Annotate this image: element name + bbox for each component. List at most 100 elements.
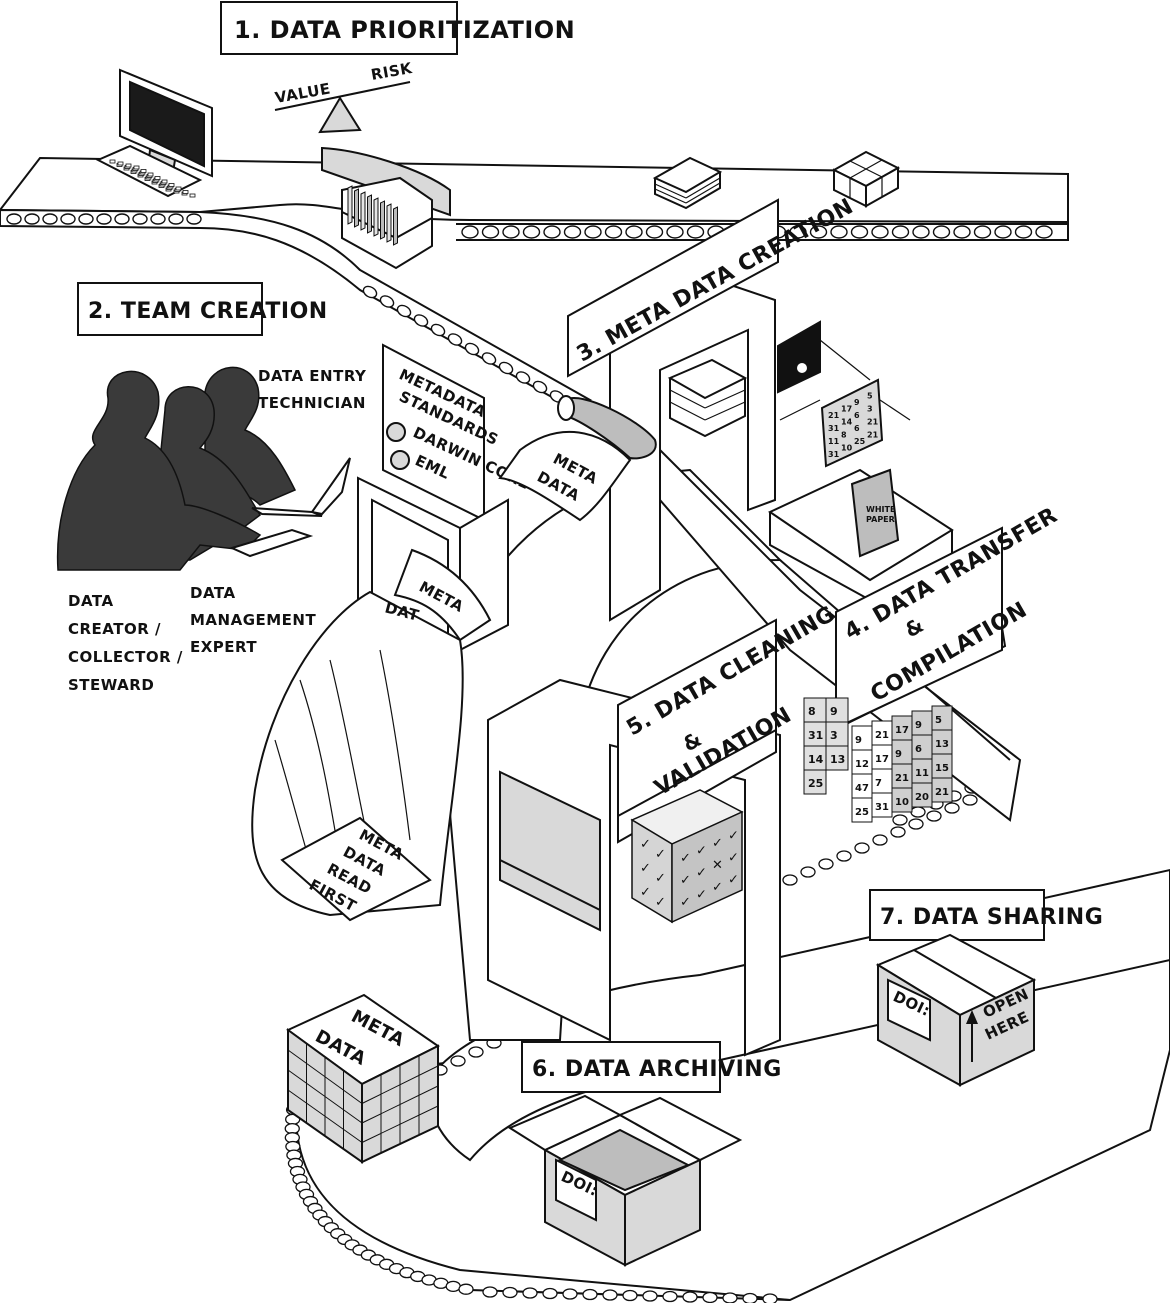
tread <box>604 225 623 239</box>
number-cell <box>825 745 849 771</box>
check-mark: ✓ <box>655 847 666 862</box>
balance-fulcrum <box>318 96 362 134</box>
clipboard-icon <box>229 528 314 558</box>
grid-number: 17 <box>841 405 852 414</box>
grid-number: 31 <box>828 450 840 459</box>
tread <box>532 380 548 394</box>
white-paper-bag-icon <box>850 468 900 558</box>
tread <box>522 225 541 239</box>
role-creator-line3: COLLECTOR / <box>68 648 183 666</box>
number-cell-value: 13 <box>935 739 949 750</box>
tread <box>818 858 834 870</box>
tread <box>150 213 166 225</box>
role-creator-line1: DATA <box>68 592 114 610</box>
tread <box>702 1291 718 1303</box>
doi-label-archive <box>555 1158 597 1222</box>
tread <box>60 213 76 225</box>
number-cell-value: 15 <box>935 763 949 774</box>
arrow-up-icon-head <box>966 1010 978 1024</box>
step7-data-sharing: 7. DATA SHARING DOI: OPEN HERE <box>869 889 1103 1087</box>
role-creator-line2: CREATOR / <box>68 620 161 638</box>
number-cell-value: 17 <box>895 725 909 736</box>
tread <box>682 1291 698 1303</box>
tread <box>962 794 978 806</box>
tread <box>481 352 497 365</box>
cube-right <box>671 810 743 924</box>
step3-label-box <box>567 198 779 378</box>
step1-label-box <box>220 1 458 55</box>
tread <box>854 842 870 854</box>
grid-number: 3 <box>867 405 873 414</box>
check-mark: ✓ <box>712 836 723 851</box>
tread <box>762 1293 778 1303</box>
number-cell-value: 9 <box>830 705 838 718</box>
tread <box>1014 225 1033 239</box>
grid-number: 9 <box>854 398 860 407</box>
paper-stack-icon <box>652 156 723 210</box>
readme-sheet: META DATA READ FIRST <box>280 816 432 922</box>
white-paper-line1: WHITE <box>866 505 895 514</box>
tread <box>722 1292 738 1303</box>
tread <box>543 225 561 239</box>
tread <box>502 225 520 239</box>
number-cell-value: 10 <box>895 797 909 808</box>
tread <box>396 304 412 318</box>
tread <box>168 213 184 225</box>
tread <box>891 225 910 239</box>
tread <box>809 225 828 239</box>
number-cell-value: 3 <box>830 729 838 742</box>
tread <box>782 874 798 886</box>
check-mark: ✓ <box>680 895 691 910</box>
check-mark: ✓ <box>696 888 707 903</box>
tread <box>482 1286 498 1298</box>
tread <box>666 225 684 239</box>
tread <box>114 213 130 225</box>
tread <box>625 225 643 239</box>
number-cell-value: 25 <box>855 807 869 818</box>
file-folder <box>373 197 379 237</box>
tread <box>515 371 531 384</box>
tread <box>622 1289 638 1302</box>
number-cell-value: 21 <box>875 730 889 741</box>
metadata-gantry <box>609 276 776 622</box>
number-cell <box>803 769 827 795</box>
tread <box>645 225 664 239</box>
tread <box>362 285 378 299</box>
number-cell-value: 7 <box>875 778 882 789</box>
crate-icon <box>831 150 901 208</box>
file-folder <box>360 191 366 231</box>
tread <box>584 225 602 239</box>
number-cell-value: 14 <box>808 753 824 766</box>
number-cell-value: 17 <box>875 754 889 765</box>
tread <box>789 225 807 239</box>
file-folder <box>380 200 385 240</box>
tread <box>430 323 446 337</box>
number-cell-value: 12 <box>855 759 869 770</box>
file-folder <box>386 203 392 243</box>
metadata-cube-grid <box>287 1043 439 1153</box>
grid-number: 8 <box>841 431 847 440</box>
role-expert-line3: EXPERT <box>190 638 257 656</box>
file-folder <box>347 185 353 225</box>
tread <box>910 806 926 818</box>
tread <box>542 1287 558 1300</box>
tread <box>582 1288 598 1301</box>
grid-number: 6 <box>854 424 860 433</box>
tread <box>912 225 930 239</box>
tread <box>830 225 848 239</box>
key <box>109 159 116 164</box>
key <box>140 169 147 173</box>
tread <box>563 225 582 239</box>
key <box>133 165 140 170</box>
file-folders <box>347 185 398 246</box>
number-cell-value: 31 <box>875 802 889 813</box>
balance-value-label: VALUE <box>274 79 332 106</box>
tread <box>461 225 479 239</box>
tread <box>379 295 395 308</box>
role-tech-line2: TECHNICIAN <box>258 394 366 412</box>
team-silhouettes <box>56 366 297 571</box>
check-mark: ✓ <box>728 873 739 888</box>
cube-grid-line <box>361 1105 439 1143</box>
